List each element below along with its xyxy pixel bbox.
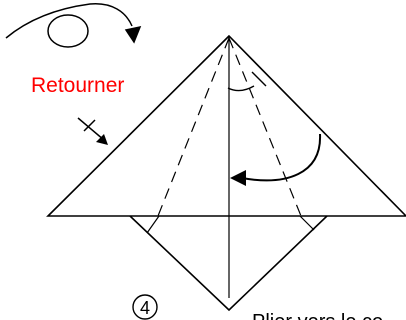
turn-over-label: Retourner xyxy=(31,74,124,97)
step-number-circle xyxy=(132,294,158,320)
right-dashed-fold-line xyxy=(228,37,302,217)
top-triangle-outline xyxy=(46,34,406,217)
crease-marker-shaft xyxy=(77,117,105,141)
instruction-text: Plier vers le co xyxy=(252,311,383,320)
turn-over-arrow-icon xyxy=(5,3,142,48)
curved-fold-arrow-icon xyxy=(230,133,322,186)
lower-right-crease xyxy=(299,215,315,231)
crease-marker-arrowhead xyxy=(96,134,108,145)
turn-over-circle xyxy=(47,14,89,48)
left-dashed-fold-line xyxy=(157,37,230,217)
step-number: 4 xyxy=(140,298,150,318)
turn-over-arrowhead xyxy=(124,25,142,44)
turn-over-loop xyxy=(5,3,133,39)
angle-arc-tick xyxy=(251,71,267,87)
crease-marker-icon xyxy=(77,117,108,145)
angle-arc xyxy=(227,85,255,92)
fold-arrow-head xyxy=(230,170,246,186)
crease-marker-tick xyxy=(83,119,96,132)
lower-left-crease xyxy=(146,215,160,234)
fold-arrow-curve xyxy=(241,133,322,182)
bottom-diamond-outline xyxy=(129,215,328,312)
angle-arc-icon xyxy=(227,71,267,92)
